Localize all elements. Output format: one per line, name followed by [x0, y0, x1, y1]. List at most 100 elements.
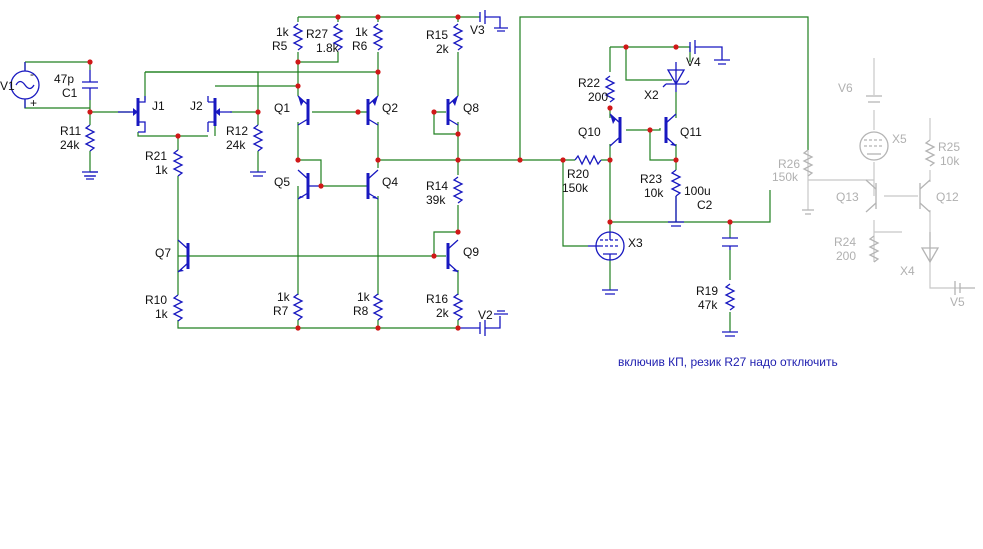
battery-v2 [460, 310, 508, 336]
label-q5: Q5 [274, 175, 290, 189]
label-r20: R20 [567, 167, 589, 181]
resistor-r14 [452, 176, 464, 204]
battery-v3 [479, 10, 508, 32]
transistor-q7 [177, 239, 190, 273]
label-q12: Q12 [936, 190, 959, 204]
label-c1-value: 47p [54, 72, 74, 86]
ground-x3 [602, 289, 618, 295]
label-q8: Q8 [463, 101, 479, 115]
transistor-q5 [297, 169, 321, 200]
label-r8: R8 [353, 304, 369, 318]
label-r22: R22 [578, 76, 600, 90]
label-r23: R23 [640, 172, 662, 186]
label-c2-value: 100u [684, 184, 711, 198]
label-r25: R25 [938, 140, 960, 154]
transistor-q11 [664, 113, 677, 147]
label-r11-value: 24k [60, 138, 80, 152]
label-r22-value: 200 [588, 90, 608, 104]
label-r27-value: 1.8k [316, 41, 340, 55]
label-r11: R11 [60, 124, 81, 138]
label-q2: Q2 [382, 101, 398, 115]
label-v2: V2 [478, 308, 493, 322]
disabled-section [802, 58, 975, 295]
label-r21: R21 [145, 149, 167, 163]
label-r6: R6 [352, 39, 368, 53]
schematic-note: включив КП, резик R27 надо отключить [618, 355, 838, 369]
battery-v4 [689, 40, 730, 65]
transistor-q4 [366, 169, 379, 200]
label-j2: J2 [190, 99, 203, 113]
label-r14-value: 39k [426, 193, 446, 207]
resistor-r7 [292, 293, 304, 321]
label-r16-value: 2k [436, 306, 450, 320]
capacitor-c1 [82, 70, 98, 100]
resistor-r15 [452, 23, 464, 51]
label-q9: Q9 [463, 245, 479, 259]
label-x4: X4 [900, 264, 915, 278]
label-r24-value: 200 [836, 249, 856, 263]
resistor-r11 [84, 124, 98, 180]
label-q13: Q13 [836, 190, 859, 204]
transistor-q9 [446, 239, 459, 273]
junctions [87, 14, 733, 331]
label-r24: R24 [834, 235, 856, 249]
resistor-r12 [250, 124, 266, 177]
label-v1: V1 [0, 79, 15, 93]
resistor-r6 [372, 23, 384, 51]
label-r10-value: 1k [155, 307, 169, 321]
label-v3: V3 [470, 23, 485, 37]
label-minus: - [30, 67, 34, 81]
label-q4: Q4 [382, 175, 398, 189]
label-r19-value: 47k [698, 298, 718, 312]
resistor-r21 [172, 149, 184, 177]
label-r21-value: 1k [155, 163, 169, 177]
tube-x3 [588, 231, 625, 261]
label-r8-value: 1k [357, 290, 371, 304]
capacitor-c2 [722, 237, 738, 250]
label-r7-value: 1k [277, 290, 291, 304]
label-j1: J1 [152, 99, 165, 113]
label-c2: C2 [697, 198, 713, 212]
label-r25-value: 10k [940, 154, 960, 168]
label-r7: R7 [273, 304, 289, 318]
transistor-q2 [366, 95, 379, 126]
label-r10: R10 [145, 293, 167, 307]
resistor-r8 [372, 293, 384, 321]
label-v4: V4 [686, 55, 701, 69]
label-r23-value: 10k [644, 186, 664, 200]
label-r5-value: 1k [276, 25, 290, 39]
zener-x2 [662, 62, 690, 92]
label-r16: R16 [426, 292, 448, 306]
components [10, 10, 738, 337]
v1-source [10, 62, 40, 108]
label-q7: Q7 [155, 246, 171, 260]
label-r12-value: 24k [226, 138, 246, 152]
label-r12: R12 [226, 124, 248, 138]
ground-r11 [82, 171, 98, 177]
resistor-r20 [574, 154, 602, 166]
transistor-q8 [446, 95, 459, 126]
resistor-r10 [172, 294, 184, 322]
label-r14: R14 [426, 179, 448, 193]
label-v5: V5 [950, 295, 965, 309]
resistor-r23 [668, 169, 684, 227]
resistor-r16 [452, 293, 464, 321]
resistor-r5 [292, 23, 304, 51]
wires [24, 16, 809, 332]
label-r26-value: 150k [772, 170, 799, 184]
label-x3: X3 [628, 236, 643, 250]
resistor-r27 [332, 23, 344, 51]
resistor-r22 [604, 75, 616, 103]
label-r20-value: 150k [562, 181, 589, 195]
label-x5: X5 [892, 132, 907, 146]
label-r19: R19 [696, 284, 718, 298]
label-r6-value: 1k [355, 25, 369, 39]
label-r5: R5 [272, 39, 288, 53]
transistor-q1 [297, 95, 310, 126]
label-x2: X2 [644, 88, 659, 102]
label-r26: R26 [778, 157, 800, 171]
resistor-r19 [722, 283, 738, 337]
label-q11: Q11 [680, 125, 702, 139]
label-q1: Q1 [274, 101, 290, 115]
